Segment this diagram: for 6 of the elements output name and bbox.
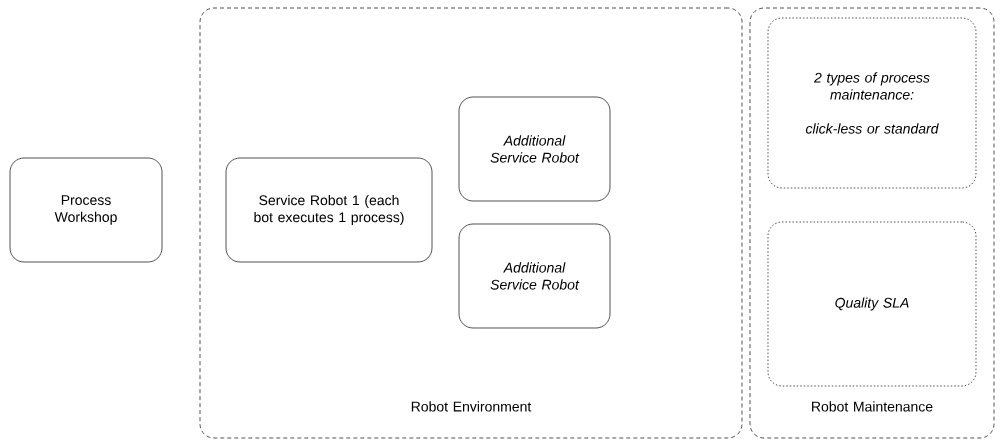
note-box: Quality SLA [767,221,977,387]
process-box: Service Robot 1 (each bot executes 1 process) [225,157,433,263]
process-box: Additional Service Robot [458,96,611,202]
process-box: Process Workshop [9,157,163,263]
process-box: Additional Service Robot [458,223,611,329]
note-box: 2 types of process maintenance: click-less or standard [767,17,977,189]
